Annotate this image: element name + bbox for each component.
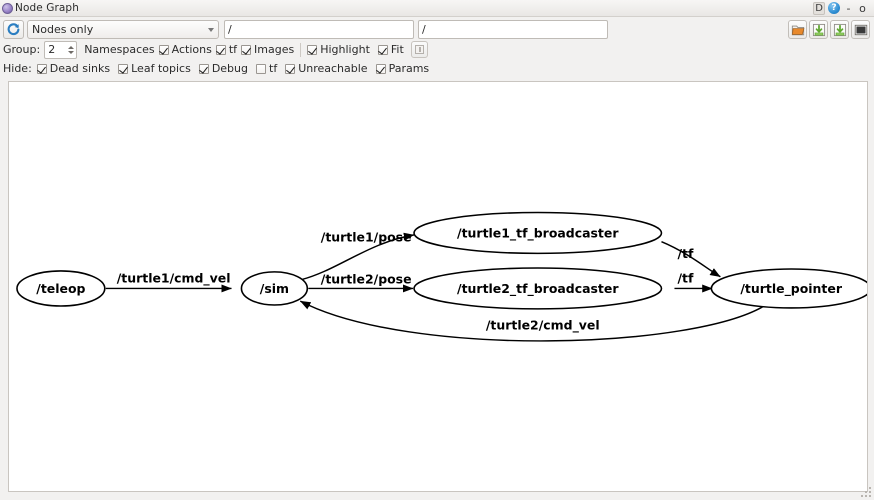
graph-edge-labels: /turtle1/cmd_vel /turtle1/pose /turtle2/… — [117, 231, 694, 333]
node-turtle1-tf-broadcaster[interactable]: /turtle1_tf_broadcaster — [413, 211, 663, 255]
fit-icon — [414, 45, 424, 54]
hide-debug[interactable]: Debug — [198, 62, 248, 75]
toolbar: Nodes only / / — [0, 17, 874, 78]
graph-nodes: /teleop /sim /turtle1_tf_broadcaster /tu… — [16, 211, 867, 310]
edge-pointer-sim[interactable] — [299, 300, 768, 342]
checkbox-icon[interactable] — [118, 63, 129, 74]
checkbox-icon[interactable] — [377, 44, 388, 55]
node-filter-input[interactable]: / — [224, 20, 414, 39]
node-teleop-label: /teleop — [36, 282, 85, 296]
checkbox-icon[interactable] — [285, 63, 296, 74]
topic-filter-value: / — [422, 23, 426, 36]
checkbox-icon[interactable] — [198, 63, 209, 74]
node-filter-value: / — [228, 23, 232, 36]
graph-options-group: Namespaces Actions tf Images — [84, 43, 294, 56]
option-tf-label: tf — [228, 43, 238, 56]
hide-leaf-topics[interactable]: Leaf topics — [118, 62, 191, 75]
edge-sim-tf1[interactable] — [301, 232, 415, 281]
group-spinner[interactable]: 2 — [44, 40, 78, 59]
toolbar-action-buttons — [788, 20, 871, 39]
node-turtle-pointer[interactable]: /turtle_pointer — [710, 268, 867, 309]
window-title: Node Graph — [15, 2, 79, 14]
option-highlight[interactable]: Highlight — [307, 43, 370, 56]
hide-tf[interactable]: tf — [256, 62, 277, 75]
checkbox-icon[interactable] — [307, 44, 318, 55]
option-fit-label: Fit — [390, 43, 404, 56]
node-turtle2-tf-broadcaster[interactable]: /turtle2_tf_broadcaster — [413, 267, 663, 310]
option-actions[interactable]: Actions — [158, 43, 212, 56]
edge-tf1-pointer[interactable] — [661, 241, 721, 278]
edge-label-turtle1-cmd-vel: /turtle1/cmd_vel — [117, 272, 231, 287]
hide-dead-sinks-label: Dead sinks — [49, 62, 111, 75]
checkbox-icon[interactable] — [36, 63, 47, 74]
option-images[interactable]: Images — [241, 43, 294, 56]
save-down-icon[interactable] — [809, 20, 828, 39]
checkbox-icon[interactable] — [241, 44, 252, 55]
option-fit[interactable]: Fit — [377, 43, 404, 56]
graph-svg[interactable]: /teleop /sim /turtle1_tf_broadcaster /tu… — [9, 82, 867, 491]
screenshot-icon[interactable] — [851, 20, 870, 39]
hide-params-label: Params — [388, 62, 430, 75]
hide-params[interactable]: Params — [375, 62, 430, 75]
hide-tf-label: tf — [269, 62, 278, 75]
save-image-icon[interactable] — [830, 20, 849, 39]
toolbar-separator — [300, 42, 302, 57]
refresh-icon[interactable] — [3, 20, 24, 39]
edge-label-turtle2-pose: /turtle2/pose — [321, 273, 412, 287]
edge-label-turtle1-pose: /turtle1/pose — [321, 231, 412, 245]
minimize-button[interactable]: - — [846, 1, 851, 15]
chevron-down-icon — [208, 27, 214, 32]
option-images-label: Images — [254, 43, 295, 56]
hide-unreachable-label: Unreachable — [298, 62, 368, 75]
view-mode-select[interactable]: Nodes only — [27, 20, 219, 39]
edge-label-tf-upper: /tf — [677, 247, 694, 261]
spinner-arrows[interactable] — [66, 42, 75, 58]
hide-leaf-topics-label: Leaf topics — [131, 62, 191, 75]
node-turtle-pointer-label: /turtle_pointer — [740, 282, 843, 297]
node-turtle1-tf-broadcaster-label: /turtle1_tf_broadcaster — [457, 227, 619, 242]
edge-label-turtle2-cmd-vel: /turtle2/cmd_vel — [486, 318, 600, 333]
option-actions-label: Actions — [171, 43, 212, 56]
toolbar-row-options: Group: 2 Namespaces Actions tf — [3, 40, 871, 59]
fit-in-view-button[interactable] — [410, 41, 428, 58]
node-sim-label: /sim — [260, 282, 289, 296]
chevron-up-icon[interactable] — [67, 45, 74, 49]
topic-filter-input[interactable]: / — [418, 20, 608, 39]
hide-options-group: Dead sinks Leaf topics Debug tf Unreacha… — [36, 62, 430, 75]
hide-debug-label: Debug — [211, 62, 248, 75]
hide-dead-sinks[interactable]: Dead sinks — [36, 62, 111, 75]
node-teleop[interactable]: /teleop — [16, 270, 106, 307]
help-icon[interactable]: ? — [828, 2, 840, 14]
view-mode-value: Nodes only — [32, 23, 94, 36]
window-controls: D ? - o — [813, 1, 871, 15]
node-graph-icon — [2, 2, 13, 14]
group-value: 2 — [48, 43, 56, 56]
graph-canvas[interactable]: /teleop /sim /turtle1_tf_broadcaster /tu… — [8, 81, 868, 492]
close-button[interactable]: o — [859, 1, 866, 15]
edge-label-tf-lower: /tf — [677, 272, 694, 286]
resize-grip[interactable] — [860, 486, 872, 498]
hide-unreachable[interactable]: Unreachable — [285, 62, 368, 75]
open-folder-icon[interactable] — [788, 20, 807, 39]
chevron-down-icon[interactable] — [67, 50, 74, 54]
option-namespaces-label: Namespaces — [84, 43, 155, 56]
checkbox-icon[interactable] — [375, 63, 386, 74]
option-namespaces[interactable]: Namespaces — [84, 43, 154, 56]
option-highlight-label: Highlight — [320, 43, 370, 56]
hide-label: Hide: — [3, 62, 32, 75]
checkbox-icon[interactable] — [215, 44, 226, 55]
dock-button[interactable]: D — [813, 1, 825, 15]
graph-edges — [105, 232, 768, 342]
toolbar-row-main: Nodes only / / — [3, 19, 871, 40]
option-tf[interactable]: tf — [215, 43, 238, 56]
toolbar-row-hide: Hide: Dead sinks Leaf topics Debug tf — [3, 59, 871, 78]
checkbox-icon[interactable] — [158, 44, 169, 55]
title-bar: Node Graph D ? - o — [0, 0, 874, 17]
checkbox-icon[interactable] — [256, 63, 266, 74]
node-sim[interactable]: /sim — [240, 271, 309, 306]
node-turtle2-tf-broadcaster-label: /turtle2_tf_broadcaster — [457, 282, 619, 297]
group-label: Group: — [3, 43, 41, 56]
